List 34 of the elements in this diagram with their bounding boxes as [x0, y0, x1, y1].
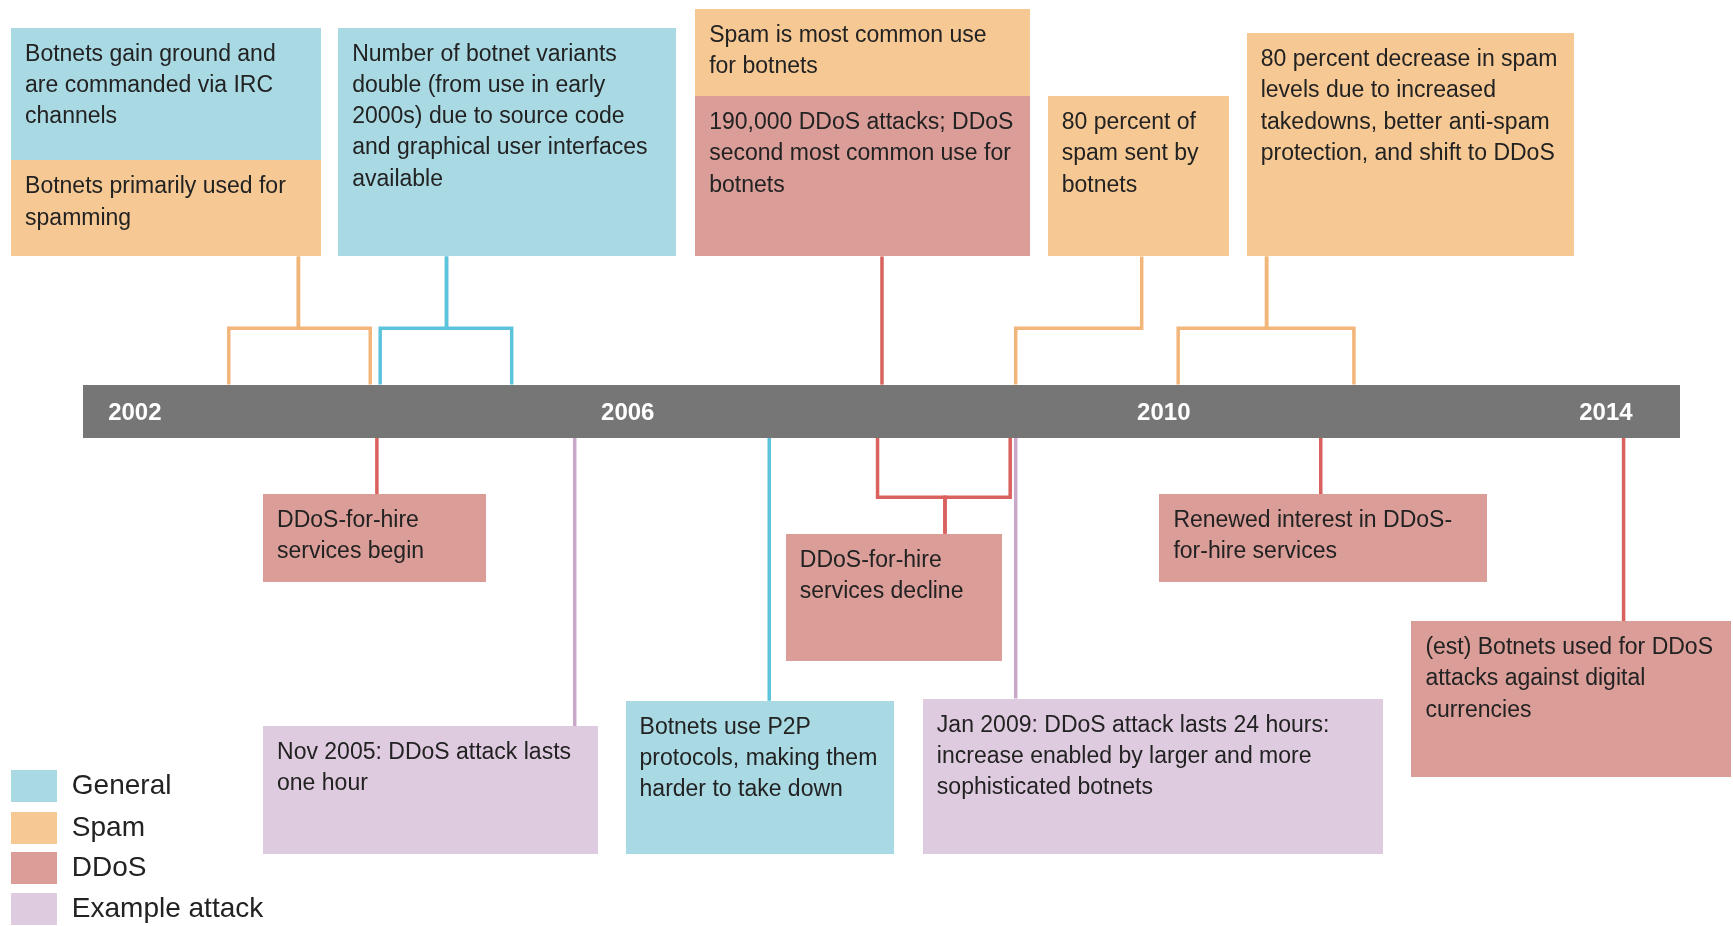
year-label: 2006 [601, 397, 655, 426]
event-box: DDoS-for-hire services begin [263, 494, 487, 583]
leader-line [1264, 256, 1356, 385]
event-box: Botnets use P2P protocols, making them harder to take down [625, 700, 895, 855]
leader-line [767, 437, 771, 701]
event-box: 190,000 DDoS attacks; DDoS second most common use for botnets [695, 96, 1031, 257]
leader-line [943, 437, 1012, 534]
event-box: Number of botnet variants double (from use in early 2000s) due to source code and graphical user interfaces available [338, 27, 677, 257]
leader-line [444, 256, 514, 385]
event-box: Jan 2009: DDoS attack lasts 24 hours: increase enabled by larger and more sophisticated botnets [922, 698, 1383, 855]
leader-line [1621, 437, 1626, 622]
event-box: (est) Botnets used for DDoS attacks against digital currencies [1411, 621, 1731, 777]
event-box: Botnets gain ground and are commanded via IRC channels [11, 27, 321, 161]
event-box: Botnets primarily used for spamming [11, 160, 321, 257]
year-label: 2002 [108, 397, 162, 426]
leader-line [1013, 437, 1018, 699]
leader-line [375, 437, 379, 495]
event-box: DDoS-for-hire services decline [785, 533, 1003, 661]
event-box: Renewed interest in DDoS-for-hire services [1159, 494, 1487, 583]
legend-label: Example attack [71, 894, 264, 923]
legend-label: DDoS [71, 853, 147, 882]
year-label: 2014 [1579, 397, 1633, 426]
leader-line [296, 256, 372, 385]
legend-label: General [71, 771, 172, 800]
leader-line [572, 437, 577, 727]
event-box: 80 percent of spam sent by botnets [1047, 96, 1229, 257]
year-label: 2010 [1137, 397, 1191, 426]
leader-line [880, 256, 884, 385]
legend-label: Spam [71, 813, 145, 842]
event-box: Nov 2005: DDoS attack lasts one hour [263, 726, 598, 855]
leader-line [1013, 256, 1144, 385]
leader-line [1319, 437, 1323, 495]
event-box: 80 percent decrease in spam levels due to increased takedowns, better anti-spam protection, and shift to DDoS [1246, 33, 1574, 257]
event-box: Spam is most common use for botnets [695, 8, 1031, 97]
